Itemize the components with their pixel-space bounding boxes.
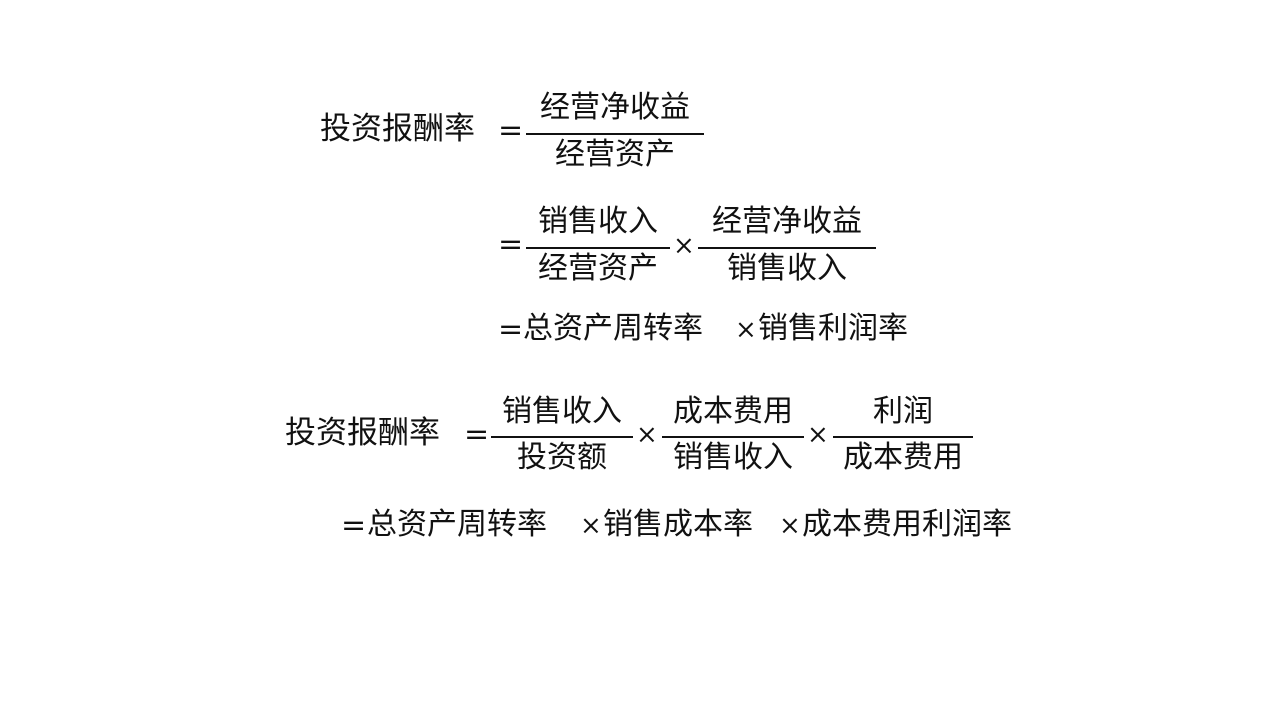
formula1-line2-fraction2-denominator: 销售收入 (727, 251, 847, 286)
formula1-lhs: 投资报酬率 (320, 111, 475, 147)
formula2-line2-term1: 总资产周转率 (367, 507, 547, 542)
formula2-line2-equals: = (341, 508, 367, 543)
formula2-fraction1-bar (491, 436, 633, 438)
formula2-line1-times1: × (636, 420, 658, 450)
formula1-line2-fraction1-bar (526, 247, 670, 249)
formula1-line2-fraction1-denominator: 经营资产 (538, 251, 658, 286)
formula2-fraction1-numerator: 销售收入 (502, 394, 622, 429)
formula2-lhs: 投资报酬率 (285, 415, 440, 451)
formula1-line3-times: × (735, 315, 757, 345)
formula1-line2-fraction2-bar (698, 247, 876, 249)
formula2-line2-term3: 成本费用利润率 (802, 507, 1012, 542)
formula2-line2-term2: 销售成本率 (603, 507, 753, 542)
formula1-line2-fraction2-numerator: 经营净收益 (712, 204, 862, 239)
formula2-line2-times2: × (779, 511, 801, 541)
formula2-fraction3-numerator: 利润 (873, 394, 933, 429)
formula2-line2-times1: × (580, 511, 602, 541)
formula1-line1-equals: = (498, 113, 524, 148)
formula1-line2-fraction1-numerator: 销售收入 (538, 204, 658, 239)
formula2-fraction2-numerator: 成本费用 (673, 394, 793, 429)
formula1-line1-denominator: 经营资产 (555, 137, 675, 172)
formula2-fraction2-denominator: 销售收入 (673, 440, 793, 475)
formula1-line2-times: × (673, 231, 695, 261)
formula1-line1-fraction-bar (526, 133, 704, 135)
formula2-fraction1-denominator: 投资额 (517, 440, 607, 475)
formula1-line2-equals: = (498, 227, 524, 262)
formula1-line3-term2: 销售利润率 (758, 311, 908, 346)
formula2-line1-equals: = (464, 417, 490, 452)
formula2-fraction2-bar (662, 436, 804, 438)
formula2-line1-times2: × (807, 420, 829, 450)
formula2-fraction3-bar (833, 436, 973, 438)
formula1-line3-term1: 总资产周转率 (523, 311, 703, 346)
formula2-fraction3-denominator: 成本费用 (843, 440, 963, 475)
formula1-line1-numerator: 经营净收益 (540, 90, 690, 125)
formula1-line3-equals: = (498, 312, 524, 347)
